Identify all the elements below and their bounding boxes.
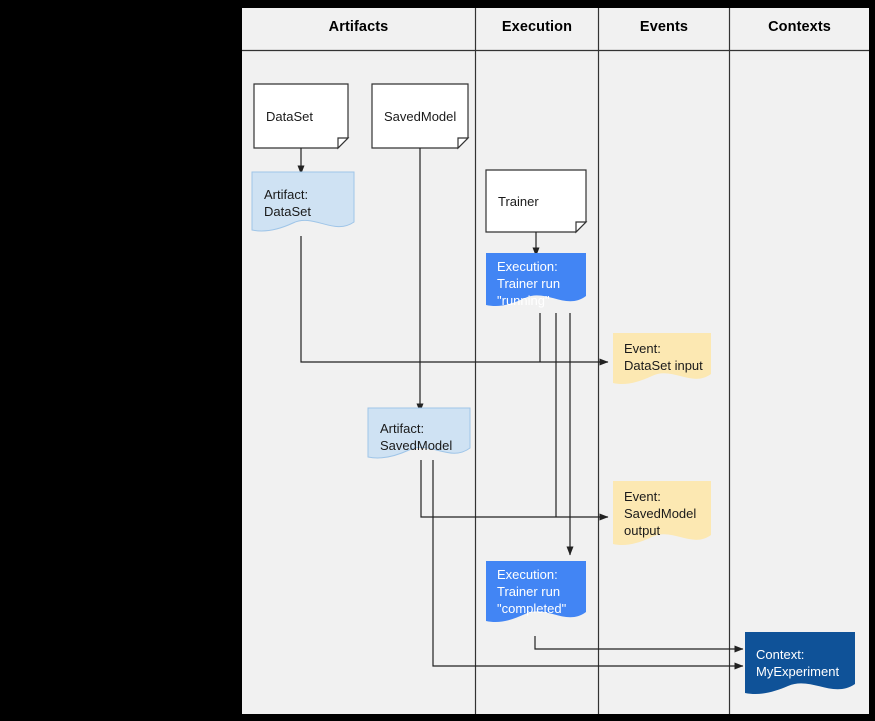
node-doc-savedmodel-shape <box>371 83 470 150</box>
node-event-dataset-input-shape <box>613 333 711 385</box>
node-event-savedmodel-output-shape <box>613 481 711 546</box>
edge-artifact-dataset-to-event-dataset-input <box>300 236 609 366</box>
node-context-myexperiment-shape <box>745 632 855 695</box>
diagram-canvas: Artifacts Execution Events Contexts Data… <box>242 8 869 714</box>
edge-artifact-savedmodel-to-context <box>432 460 744 670</box>
lane-title-artifacts: Artifacts <box>328 19 389 35</box>
node-execution-running-shape <box>486 253 586 307</box>
node-doc-dataset-shape <box>253 83 350 150</box>
lane-title-events: Events <box>639 19 689 35</box>
connectors <box>297 148 744 670</box>
lane-title-execution: Execution <box>501 19 573 35</box>
edge-artifact-savedmodel-to-event-savedmodel-output <box>420 460 609 521</box>
diagram-vector-layer <box>242 8 869 714</box>
node-execution-completed-shape <box>486 561 586 623</box>
node-artifact-dataset-shape <box>251 171 355 232</box>
node-artifact-savedmodel-shape <box>367 407 471 459</box>
edge-execution-completed-to-context <box>534 636 744 653</box>
lane-dividers <box>474 8 731 714</box>
lane-title-contexts: Contexts <box>768 19 831 35</box>
node-doc-trainer-shape <box>485 169 588 234</box>
